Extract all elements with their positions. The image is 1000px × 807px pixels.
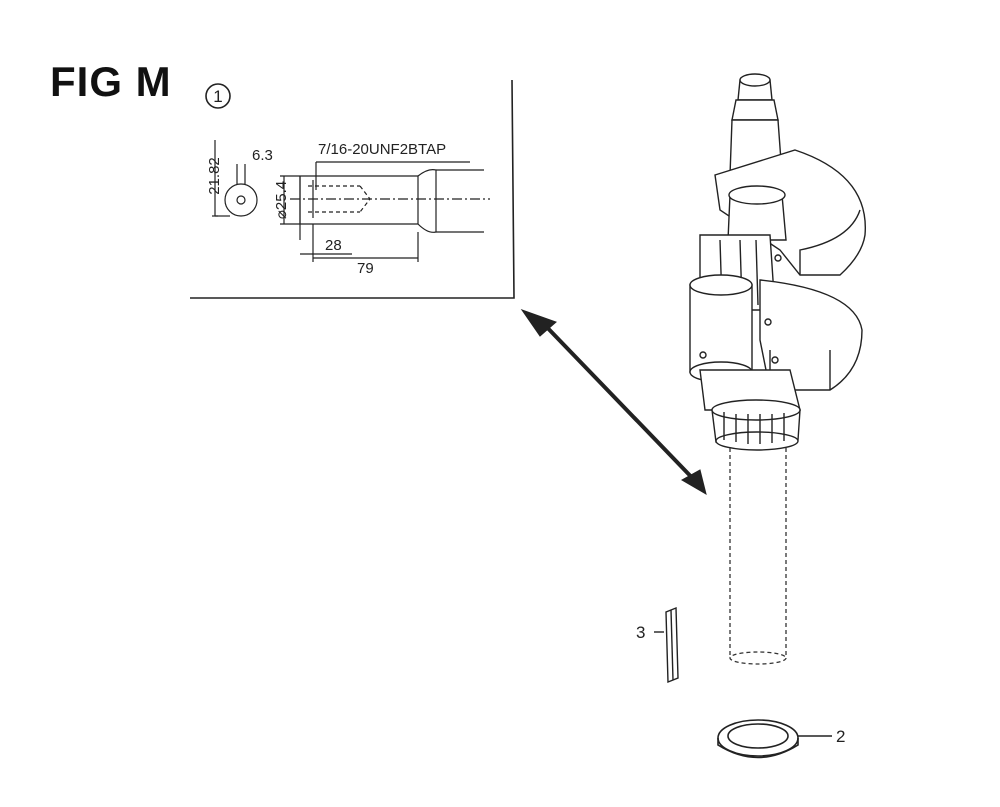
- dim-tap-depth: 28: [325, 237, 342, 254]
- seal-ring-icon: [717, 719, 832, 759]
- callout-part-2: 2: [836, 727, 845, 746]
- shaft-key-icon: [654, 606, 679, 684]
- shaft-side-view: [280, 161, 490, 262]
- detail-marker-label: 1: [213, 87, 222, 106]
- dim-shaft-length: 79: [357, 260, 374, 277]
- crankshaft-lower-shaft: [729, 448, 787, 665]
- pointer-arrow: [520, 309, 707, 496]
- detail-inset-frame: [190, 79, 515, 299]
- dim-keyway-height: 21.82: [206, 157, 223, 195]
- shaft-end-view: [212, 140, 258, 217]
- dim-keyway-width: 6.3: [252, 147, 273, 164]
- figure-title: FIG M: [50, 58, 172, 105]
- detail-shaft-drawing: [212, 140, 490, 262]
- callout-part-3: 3: [636, 623, 645, 642]
- crankshaft-icon: [689, 73, 866, 451]
- thread-spec: 7/16-20UNF2BTAP: [318, 141, 446, 158]
- detail-marker: 1: [205, 83, 231, 109]
- dim-diameter: ⌀25.4: [273, 181, 290, 219]
